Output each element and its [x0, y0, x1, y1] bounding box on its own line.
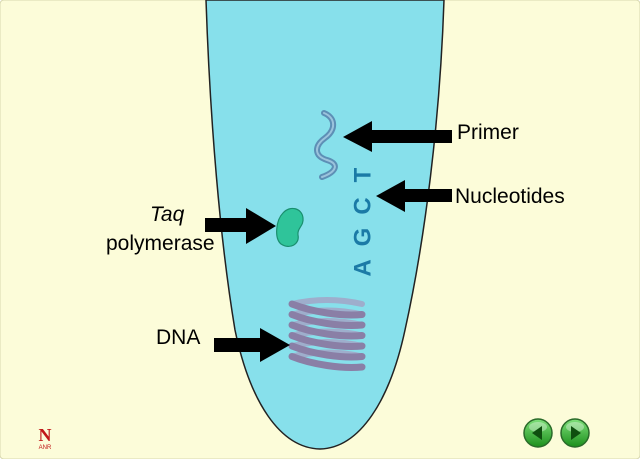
- nucleotide-letter-t: T: [349, 167, 376, 182]
- triangle-left-icon: [532, 426, 542, 440]
- back-button[interactable]: [523, 418, 553, 448]
- taq-polymerase-blob: [276, 207, 304, 247]
- dna-front-strand: [288, 332, 366, 350]
- dna-label: DNA: [156, 326, 201, 349]
- triangle-right-icon: [571, 426, 581, 440]
- dna-front-strand: [288, 300, 366, 319]
- dna-arrow: [214, 328, 290, 362]
- nucleotide-letter-a: A: [349, 259, 376, 276]
- primer-arrow: [343, 121, 452, 152]
- svg-text:N: N: [39, 425, 52, 445]
- taq-arrow: [205, 208, 276, 244]
- svg-text:ANR: ANR: [39, 445, 52, 451]
- taq-label-polymerase: polymerase: [106, 232, 215, 255]
- primer-strand-highlight: [316, 112, 336, 178]
- nucleotide-letter-c: C: [349, 197, 376, 214]
- nucleotides-label: Nucleotides: [455, 185, 565, 208]
- dna-back-strand: [289, 297, 365, 307]
- dna-front-strand: [288, 321, 366, 340]
- nucleotide-letter-g: G: [349, 228, 376, 247]
- taq-label-italic: Taq: [150, 203, 185, 226]
- university-logo: N ANR: [39, 425, 52, 451]
- dna-front-strand: [288, 353, 366, 371]
- dna-front-strand: [288, 311, 366, 329]
- forward-button[interactable]: [560, 418, 590, 448]
- nucleotides-arrow: [376, 180, 452, 212]
- arrows: [205, 121, 452, 362]
- dna-front-strand: [288, 342, 366, 361]
- primer-label: Primer: [457, 121, 519, 144]
- dna-helix: [288, 297, 366, 371]
